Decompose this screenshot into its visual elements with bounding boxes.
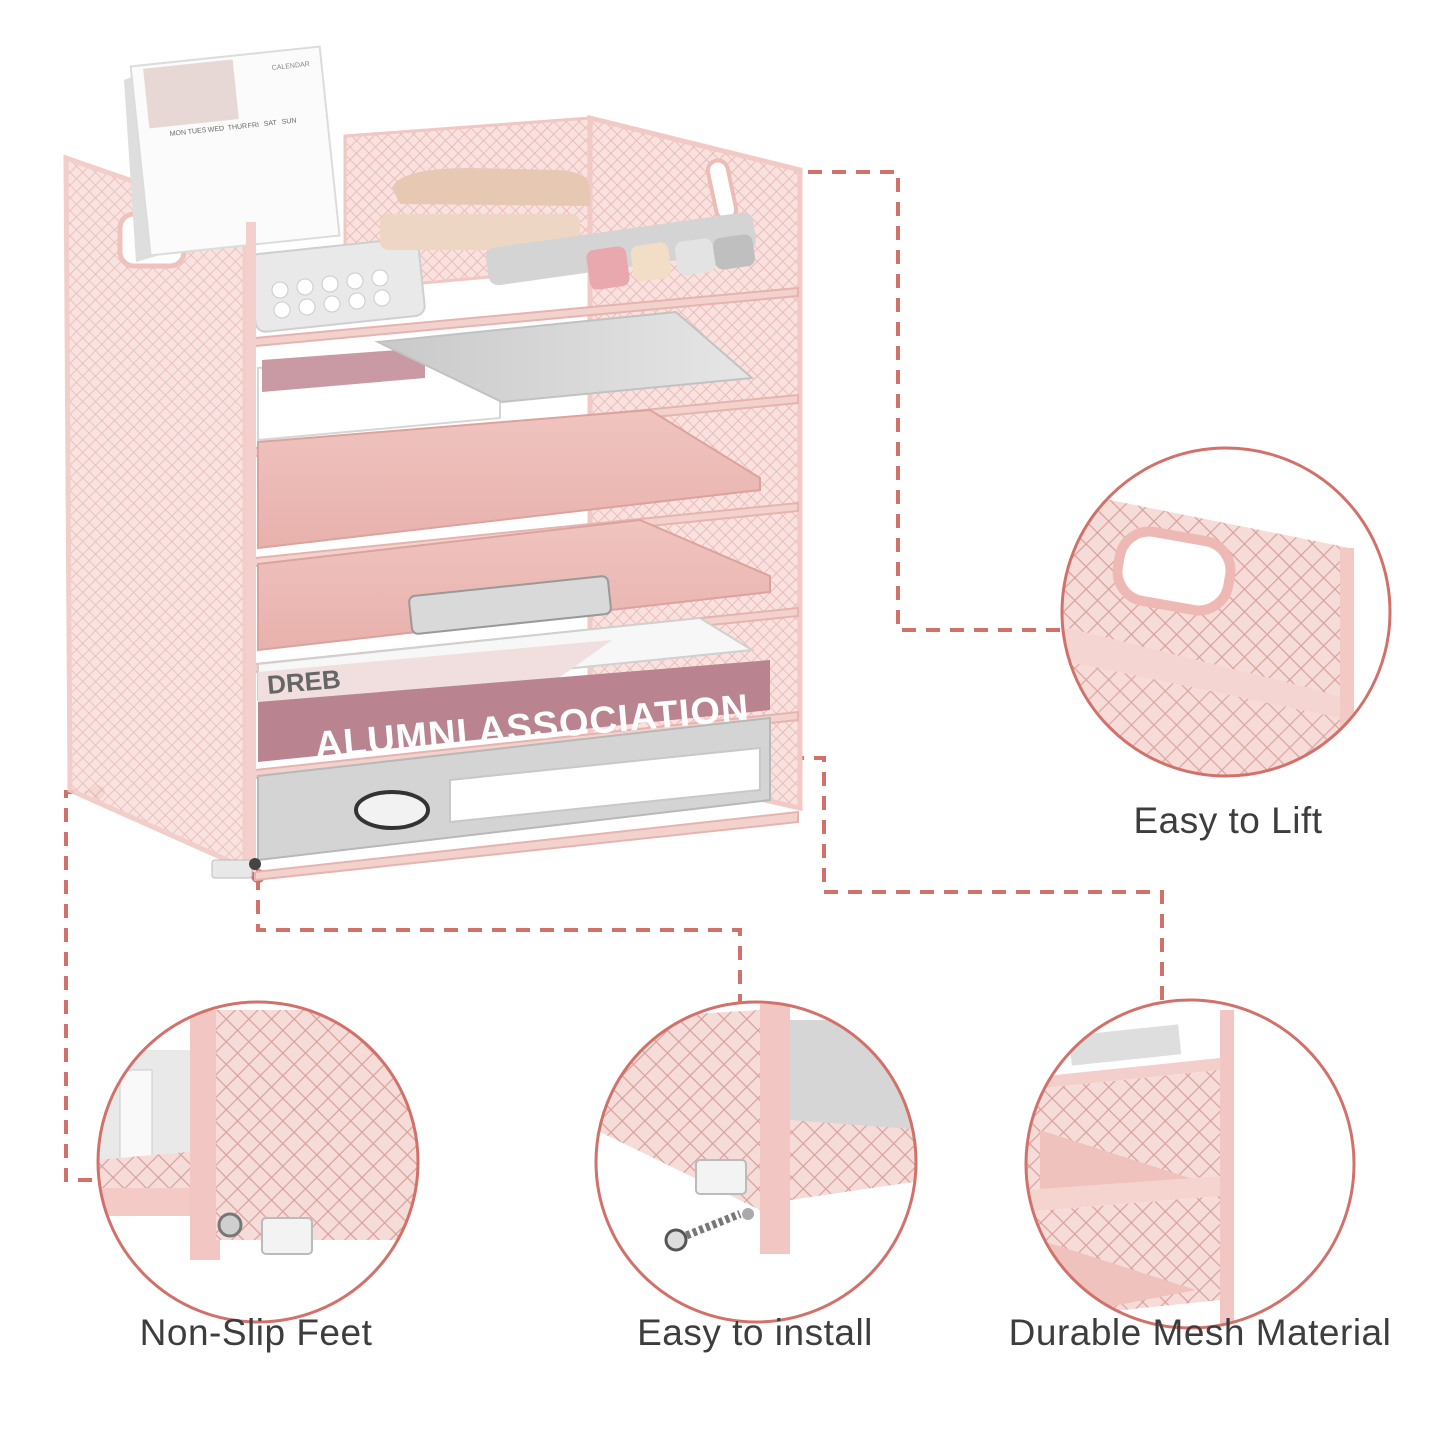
detail-ring: [1024, 998, 1356, 1330]
connector-feet: [64, 790, 98, 1182]
svg-text:WED: WED: [207, 125, 224, 134]
connector-install: [256, 876, 742, 1004]
svg-text:SAT: SAT: [263, 120, 277, 128]
detail-ring: [1060, 446, 1392, 778]
detail-lift: [1060, 446, 1392, 778]
feature-label-easy-to-lift: Easy to Lift: [1133, 800, 1323, 841]
desk-calendar: CALENDAR MON TUES WED THUR FRI SAT SUN: [124, 45, 341, 262]
dashed-connectors: [64, 170, 1164, 1182]
book-spine-text: DREB: [266, 664, 342, 700]
detail-install: [594, 1000, 918, 1324]
calendar-label: CALENDAR: [271, 61, 310, 72]
connector-mesh: [790, 756, 1164, 1000]
connector-lift: [712, 170, 1062, 632]
detail-mesh: [1024, 998, 1356, 1330]
highlighters: [485, 212, 756, 290]
feature-label-easy-to-install: Easy to install: [637, 1312, 873, 1353]
detail-ring: [594, 1000, 918, 1324]
svg-text:THUR: THUR: [227, 123, 247, 132]
svg-text:FRI: FRI: [247, 122, 259, 130]
svg-text:SUN: SUN: [281, 117, 296, 126]
desk-organizer: DREB ALUMNI ASSOCIATION CALENDAR MON TUE…: [63, 45, 803, 882]
detail-feet: [96, 1000, 420, 1324]
feature-label-durable-mesh: Durable Mesh Material: [1008, 1312, 1392, 1353]
feature-label-non-slip-feet: Non-Slip Feet: [139, 1312, 373, 1353]
calendar-weekdays: MON TUES WED THUR FRI SAT SUN: [169, 117, 296, 138]
detail-ring: [96, 1000, 420, 1324]
svg-text:TUES: TUES: [187, 127, 207, 136]
svg-text:MON: MON: [169, 129, 186, 138]
